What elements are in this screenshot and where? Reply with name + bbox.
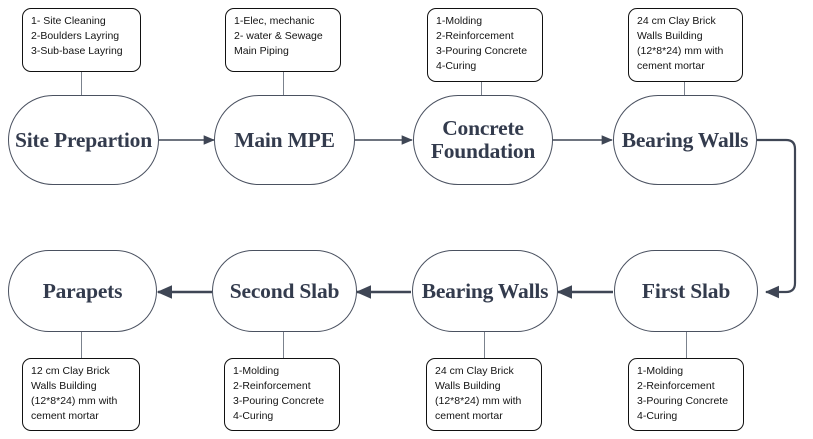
note-line: 1-Molding xyxy=(637,365,684,377)
note-line: cement mortar xyxy=(637,59,705,72)
node-concrete-foundation[interactable]: Concrete Foundation xyxy=(413,95,553,185)
note-line: 1-Elec, mechanic xyxy=(234,15,315,27)
note-bearing-walls-1: 24 cm Clay Brick Walls Building (12*8*24… xyxy=(628,8,743,82)
note-parapets: 12 cm Clay Brick Walls Building (12*8*24… xyxy=(22,358,140,431)
stub-note-bearing-walls-2 xyxy=(484,331,486,358)
note-line: Walls Building xyxy=(435,379,501,392)
note-line: (12*8*24) mm with xyxy=(435,394,522,407)
note-bearing-walls-2: 24 cm Clay Brick Walls Building (12*8*24… xyxy=(426,358,542,431)
note-site-prepartion: 1- Site Cleaning 2-Boulders Layring 3-Su… xyxy=(22,8,141,72)
note-main-mpe: 1-Elec, mechanic 2- water & Sewage Main … xyxy=(225,8,341,72)
note-line: 24 cm Clay Brick xyxy=(435,365,514,377)
note-line: 4-Curing xyxy=(637,409,678,422)
note-line: 2-Reinforcement xyxy=(436,29,514,42)
note-line: 2-Boulders Layring xyxy=(31,29,120,42)
note-line: 3-Pouring Concrete xyxy=(637,394,729,407)
stub-note-first-slab xyxy=(686,331,688,358)
node-site-prepartion[interactable]: Site Prepartion xyxy=(8,95,159,185)
note-line: cement mortar xyxy=(31,409,99,422)
note-line: 2- water & Sewage xyxy=(234,29,323,42)
note-line: cement mortar xyxy=(435,409,503,422)
note-line: 4-Curing xyxy=(233,409,274,422)
node-bearing-walls-1[interactable]: Bearing Walls xyxy=(613,95,757,185)
stub-note-parapets xyxy=(81,331,83,358)
stub-note-bearing-walls-1 xyxy=(684,82,686,95)
stub-note-site-prepartion xyxy=(81,72,83,95)
node-label: Second Slab xyxy=(229,278,340,303)
node-label: Bearing Walls xyxy=(621,127,749,152)
note-first-slab: 1-Molding 2-Reinforcement 3-Pouring Conc… xyxy=(628,358,744,431)
note-line: 1-Molding xyxy=(233,365,280,377)
node-bearing-walls-2[interactable]: Bearing Walls xyxy=(412,250,558,332)
note-line: 24 cm Clay Brick xyxy=(637,15,716,27)
note-line: (12*8*24) mm with xyxy=(637,44,724,57)
note-line: 3-Pouring Concrete xyxy=(436,44,528,57)
node-main-mpe[interactable]: Main MPE xyxy=(214,95,355,185)
note-line: Walls Building xyxy=(31,379,97,392)
note-line: 12 cm Clay Brick xyxy=(31,365,110,377)
note-line: (12*8*24) mm with xyxy=(31,394,118,407)
note-line: Walls Building xyxy=(637,29,703,42)
note-line: 1-Molding xyxy=(436,15,483,27)
note-line: 1- Site Cleaning xyxy=(31,15,106,27)
node-second-slab[interactable]: Second Slab xyxy=(212,250,357,332)
note-line: 3-Pouring Concrete xyxy=(233,394,325,407)
node-label: First Slab xyxy=(641,278,731,303)
node-label-line2: Foundation xyxy=(430,139,536,163)
stub-note-concrete-foundation xyxy=(481,82,483,95)
note-line: 4-Curing xyxy=(436,59,477,72)
stub-note-main-mpe xyxy=(283,72,285,95)
node-label-line1: Concrete xyxy=(442,116,524,141)
note-concrete-foundation: 1-Molding 2-Reinforcement 3-Pouring Conc… xyxy=(427,8,543,82)
node-label: Site Prepartion xyxy=(15,127,152,152)
node-label: Parapets xyxy=(42,278,123,303)
node-first-slab[interactable]: First Slab xyxy=(614,250,758,332)
note-line: Main Piping xyxy=(234,44,289,57)
edge-bearing-walls-to-first-slab xyxy=(757,138,797,299)
note-line: 3-Sub-base Layring xyxy=(31,44,123,57)
stub-note-second-slab xyxy=(283,331,285,358)
node-label: Main MPE xyxy=(234,127,335,152)
node-parapets[interactable]: Parapets xyxy=(8,250,157,332)
note-line: 2-Reinforcement xyxy=(637,379,715,392)
note-line: 2-Reinforcement xyxy=(233,379,311,392)
note-second-slab: 1-Molding 2-Reinforcement 3-Pouring Conc… xyxy=(224,358,340,431)
node-label: Bearing Walls xyxy=(421,278,549,303)
